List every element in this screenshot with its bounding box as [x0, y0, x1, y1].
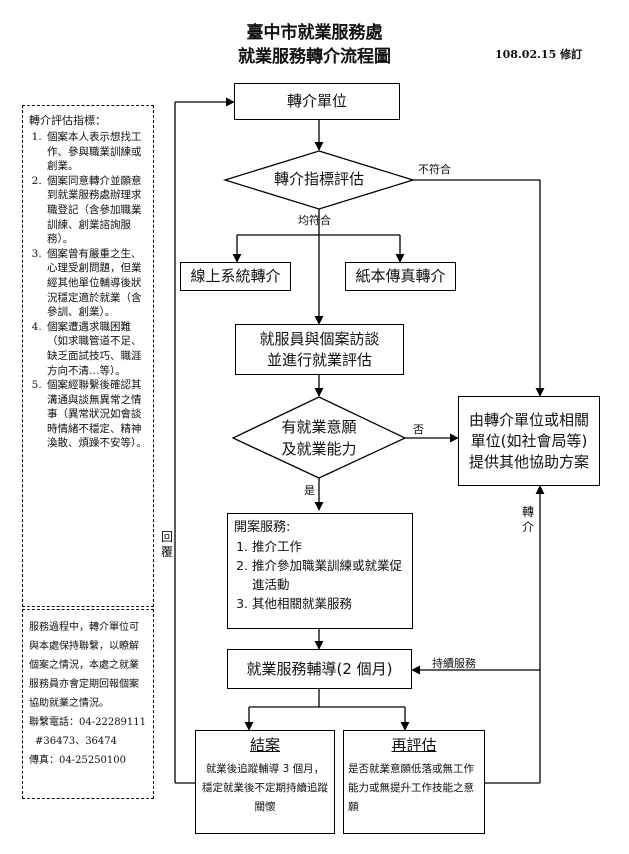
- will-line2: 及就業能力: [281, 440, 357, 458]
- close-case-desc: 就業後追蹤輔導 3 個月，穩定就業後不定期持續追蹤關懷: [202, 763, 328, 813]
- case-service-item: 推介參加職業訓練或就業促進活動: [252, 556, 406, 594]
- criteria-diamond: [222, 150, 416, 210]
- yes-label: 是: [304, 484, 315, 497]
- contact-fax: 傳真：04-25250100: [29, 755, 127, 766]
- reevaluation-title: 再評估: [391, 736, 437, 754]
- not-meet-label: 不符合: [418, 163, 451, 176]
- interview-line1: 就服員與個案訪談: [259, 329, 380, 348]
- all-meet-label: 均符合: [298, 214, 331, 227]
- contact-panel: 服務過程中，轉介單位可與本處保持聯繫，以瞭解個案之情況，本處之就業服務員亦會定期…: [22, 609, 154, 799]
- criteria-item: 個案本人表示想找工作、參與職業訓練或創業。: [45, 130, 148, 174]
- case-services-list: 推介工作 推介參加職業訓練或就業促進活動 其他相關就業服務: [234, 537, 406, 613]
- chart-title: 就業服務轉介流程圖: [238, 47, 391, 67]
- refer-vertical-label: 轉介: [521, 505, 534, 534]
- fax-referral-box: 紙本傳真轉介: [345, 262, 456, 291]
- no-label: 否: [413, 423, 424, 436]
- criteria-heading: 轉介評估指標：: [29, 114, 106, 127]
- org-title: 臺中市就業服務處: [246, 23, 383, 43]
- close-case-box: 結案 就業後追蹤輔導 3 個月，穩定就業後不定期持續追蹤關懷: [195, 730, 335, 834]
- other-line1: 由轉介單位或相關: [468, 410, 589, 429]
- criteria-list: 個案本人表示想找工作、參與職業訓練或創業。 個案同意轉介並願意到就業服務處辦理求…: [29, 130, 148, 451]
- will-line1: 有就業意願: [281, 418, 357, 436]
- other-line3: 提供其他協助方案: [468, 452, 589, 471]
- reevaluation-desc: 是否就業意願低落或無工作能力或無提升工作技能之意願: [348, 763, 474, 813]
- counseling-label: 就業服務輔導(2 個月): [246, 659, 393, 678]
- reply-vertical-label: 回覆: [160, 530, 173, 559]
- case-service-item: 其他相關就業服務: [252, 594, 406, 613]
- interview-line2: 並進行就業評估: [266, 350, 372, 369]
- close-case-title: 結案: [249, 736, 280, 754]
- fax-referral-label: 紙本傳真轉介: [355, 267, 446, 285]
- criteria-item: 個案經聯繫後確認其溝通與談無異常之情事（異常狀況如會談時情緒不穩定、精神渙散、煩…: [45, 378, 148, 451]
- referral-unit-label: 轉介單位: [286, 92, 347, 110]
- case-services-box: 開案服務: 推介工作 推介參加職業訓練或就業促進活動 其他相關就業服務: [227, 513, 413, 629]
- contact-note: 服務過程中，轉介單位可與本處保持聯繫，以瞭解個案之情況，本處之就業服務員亦會定期…: [29, 622, 139, 709]
- continue-service-label: 持續服務: [432, 657, 476, 670]
- case-services-title: 開案服務:: [234, 520, 291, 535]
- contact-extension: #36473、36474: [35, 736, 118, 747]
- online-referral-label: 線上系統轉介: [190, 267, 281, 285]
- referral-unit-box: 轉介單位: [234, 83, 400, 120]
- interview-box: 就服員與個案訪談 並進行就業評估: [235, 324, 404, 375]
- criteria-panel: 轉介評估指標： 個案本人表示想找工作、參與職業訓練或創業。 個案同意轉介並願意到…: [22, 105, 154, 607]
- criteria-eval-label: 轉介指標評估: [273, 170, 364, 188]
- contact-phone: 聯繫電話：04-22289111: [29, 717, 147, 728]
- online-referral-box: 線上系統轉介: [180, 262, 291, 291]
- will-diamond: [231, 396, 407, 479]
- other-assistance-box: 由轉介單位或相關 單位(如社會局等) 提供其他協助方案: [458, 396, 600, 486]
- revision-date: 108.02.15 修訂: [495, 48, 583, 61]
- criteria-item: 個案遭遇求職困難（如求職管道不足、缺乏面試技巧、職涯方向不清…等）。: [45, 320, 148, 378]
- case-service-item: 推介工作: [252, 537, 406, 556]
- counseling-box: 就業服務輔導(2 個月): [227, 649, 412, 689]
- other-line2: 單位(如社會局等): [470, 431, 588, 450]
- reevaluation-box: 再評估 是否就業意願低落或無工作能力或無提升工作技能之意願: [343, 730, 485, 834]
- criteria-item: 個案曾有嚴重之生、心理受創問題，但業經其他單位輔導後狀況穩定適於就業（含參訓、創…: [45, 247, 148, 320]
- criteria-item: 個案同意轉介並願意到就業服務處辦理求職登記（含參加職業訓練、創業諮詢服務）。: [45, 174, 148, 247]
